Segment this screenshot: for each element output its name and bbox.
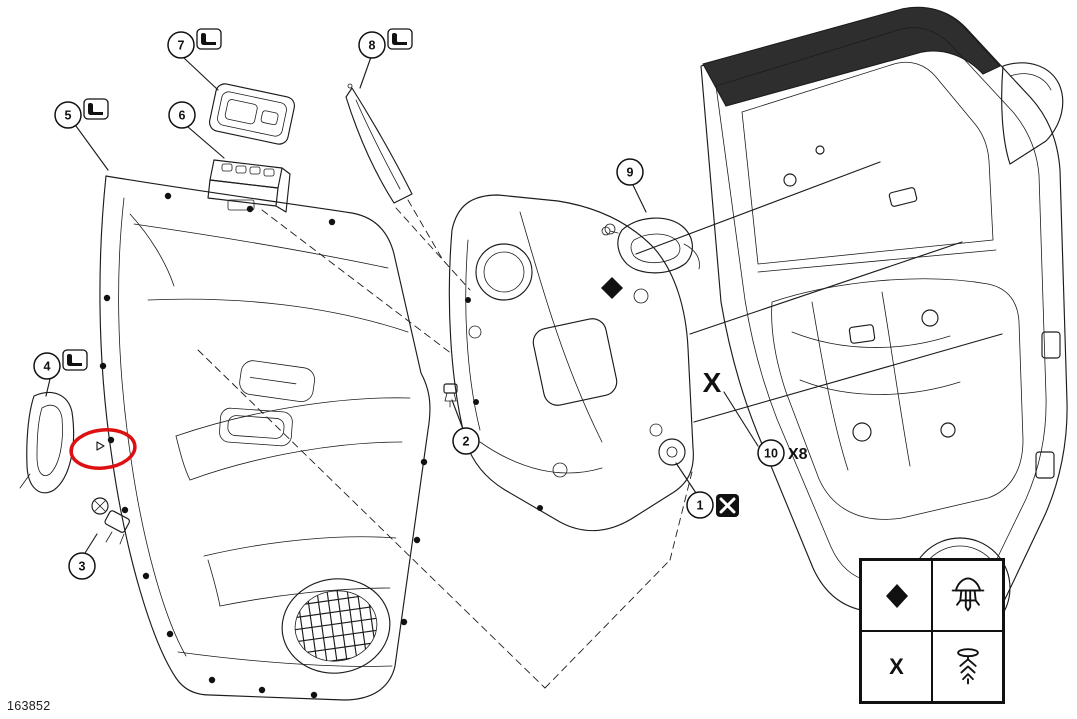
- callout-2[interactable]: 2: [452, 427, 480, 455]
- callout-2-number: 2: [463, 435, 470, 449]
- callout-5-number: 5: [65, 109, 72, 123]
- seat-icon: [83, 98, 109, 120]
- sail-trim-part: [345, 83, 413, 204]
- switch-bezel-part: [208, 83, 296, 145]
- door-inner-shell: [700, 6, 1068, 639]
- callout-4-number: 4: [44, 360, 51, 374]
- diamond-icon: [601, 277, 623, 299]
- callout-9-number: 9: [627, 166, 634, 180]
- interior-handle-part: [601, 217, 700, 274]
- seat-icon: [196, 28, 222, 50]
- highlight-ellipse: [69, 428, 137, 470]
- projection-lines: [197, 199, 693, 689]
- callout-leader-lines: [45, 56, 759, 554]
- figure-number: 163852: [7, 699, 51, 713]
- legend-cell-cross: X: [861, 631, 932, 702]
- callout-8-number: 8: [369, 39, 376, 53]
- mirror-sail-part: [1001, 62, 1064, 165]
- callout-1[interactable]: 1: [686, 491, 714, 519]
- legend-cell-diamond: [861, 560, 932, 631]
- callout-3-number: 3: [79, 560, 86, 574]
- window-switch-pack: [207, 159, 291, 213]
- pull-handle-part: [19, 392, 75, 494]
- highlighted-clip: [96, 441, 105, 451]
- callout-10[interactable]: 10: [757, 439, 785, 467]
- cross-marker: X: [703, 367, 722, 398]
- speaker-grille: [281, 578, 391, 674]
- door-trim-panel: [99, 175, 431, 701]
- fastener-dots: [99, 192, 543, 699]
- callout-8[interactable]: 8: [358, 31, 386, 59]
- push-pin-clip-icon: [951, 576, 984, 611]
- callout-1-number: 1: [697, 499, 704, 513]
- legend-cell-treeclip: [932, 631, 1003, 702]
- assembly-axis-lines: [635, 161, 1003, 423]
- callout-6[interactable]: 6: [168, 101, 196, 129]
- boxed-cross-icon: [716, 494, 739, 517]
- carrier-module: [448, 194, 694, 532]
- tree-clip-icon: [956, 647, 979, 684]
- seat-icon: [62, 349, 88, 371]
- callout-9[interactable]: 9: [616, 158, 644, 186]
- cross-glyph: X: [889, 653, 904, 679]
- callout-3[interactable]: 3: [68, 552, 96, 580]
- screw-clip-part: [91, 497, 130, 545]
- quantity-label: X8: [788, 446, 808, 463]
- highlight-group: [69, 428, 137, 470]
- legend-cell-pushpin: [932, 560, 1003, 631]
- callout-7-number: 7: [178, 39, 185, 53]
- callout-5[interactable]: 5: [54, 101, 82, 129]
- callout-6-number: 6: [179, 109, 186, 123]
- callout-10-number: 10: [764, 447, 778, 461]
- door-clip-part: [443, 383, 458, 408]
- callout-7[interactable]: 7: [167, 31, 195, 59]
- seat-icon: [387, 28, 413, 50]
- callout-4[interactable]: 4: [33, 352, 61, 380]
- fastener-legend: X: [859, 558, 1005, 704]
- diamond-icon: [885, 583, 908, 608]
